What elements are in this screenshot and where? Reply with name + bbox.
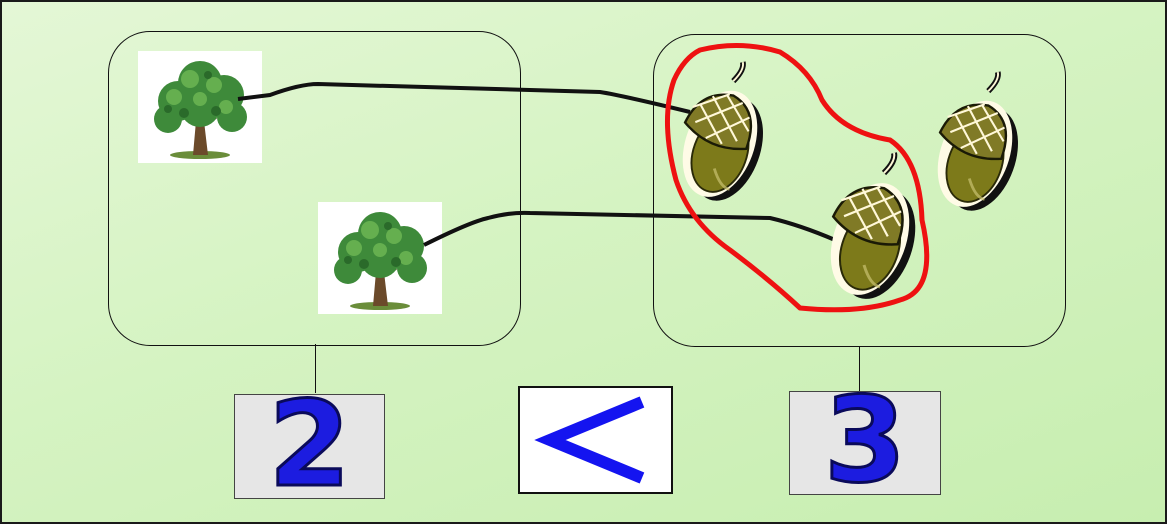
left-set-connector (315, 344, 316, 393)
match-line (237, 81, 691, 114)
right-count-box: 3 (789, 391, 941, 495)
left-count: 2 (267, 394, 352, 499)
right-set-connector (859, 346, 860, 391)
less-than-symbol (534, 396, 645, 484)
acorn-icon (924, 72, 1031, 220)
match-line (423, 210, 836, 247)
comparison-box (518, 386, 673, 494)
acorn-icon (669, 62, 776, 210)
grouping-loop (664, 43, 930, 313)
left-count-box: 2 (234, 394, 385, 499)
right-count: 3 (822, 391, 907, 495)
tree-set-box (108, 31, 521, 346)
acorn-icon (816, 153, 929, 309)
tree-icon (138, 51, 262, 163)
tree-icon (318, 202, 442, 314)
